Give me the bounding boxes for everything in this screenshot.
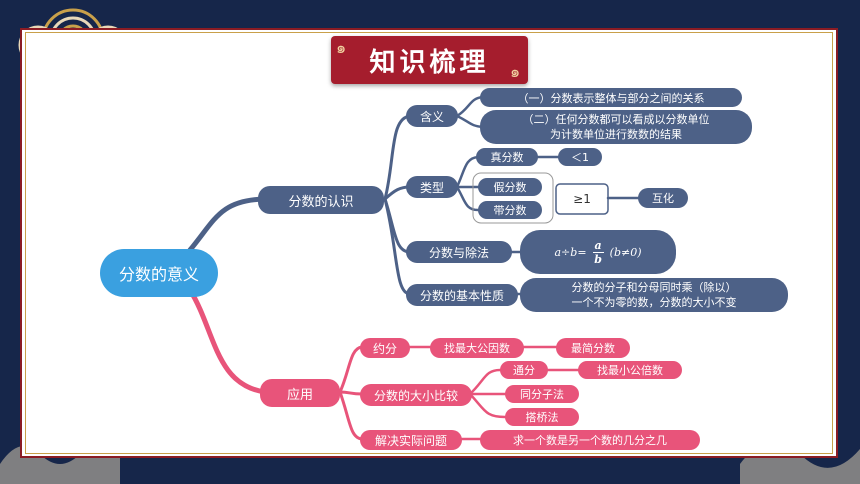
find-gcd-text: 找最大公因数 [444,342,510,355]
node-common-denominator: 通分 [500,361,548,379]
node-improper-fraction: 假分数 [478,178,542,196]
node-convert: 互化 [638,188,688,208]
node-same-numerator: 同分子法 [505,385,579,403]
formula-b: b [570,245,578,259]
branch-application-label: 应用 [286,387,313,403]
node-meaning-label: 含义 [419,109,444,124]
root-label: 分数的意义 [118,265,199,284]
proper-rel-text: ＜1 [571,151,589,164]
page-title: 知识梳理 [331,36,528,84]
node-meaning-item2: （二）任何分数都可以看成以分数单位 为计数单位进行数数的结果 [480,110,752,144]
meaning-item1-text: （一）分数表示整体与部分之间的关系 [517,91,705,105]
node-proper-rel: ＜1 [558,148,602,166]
ge1-box [555,183,609,215]
formula-div: ÷ [561,245,571,259]
swirl-icon: ๑ [510,62,521,81]
node-improper-rel: ≥1 [556,184,608,214]
node-property-text: 分数的分子和分母同时乘（除以） 一个不为零的数，分数的大小不变 [520,278,788,312]
improper-fraction-text: 假分数 [493,181,527,194]
node-reduce-label: 约分 [372,341,397,356]
fraction-type-group-box [472,172,554,224]
node-proper-fraction: 真分数 [476,148,538,166]
node-types: 类型 [406,176,458,198]
common-denominator-text: 通分 [513,364,535,377]
formula-eq: = [577,245,587,259]
property-line1: 分数的分子和分母同时乘（除以） [571,281,737,294]
find-lcm-text: 找最小公倍数 [597,364,663,377]
node-compare: 分数的大小比较 [360,384,472,406]
formula-a: a [554,245,562,259]
formula-fraction: a b [592,238,604,266]
node-compare-label: 分数的大小比较 [373,388,458,403]
bridge-method-text: 搭桥法 [525,411,559,424]
node-solve: 解决实际问题 [360,430,462,450]
node-mixed-number: 带分数 [478,201,542,219]
page-title-text: 知识梳理 [369,47,490,78]
branch-recognition: 分数的认识 [258,186,384,214]
node-solve-item: 求一个数是另一个数的几分之几 [480,430,700,450]
formula-condition: (b≠0) [609,245,642,259]
formula-denominator: b [594,252,602,266]
meaning-item2-line1: （二）任何分数都可以看成以分数单位 [522,113,710,126]
improper-rel-text: ≥1 [573,192,591,206]
node-types-label: 类型 [419,180,444,195]
node-simplest-fraction: 最简分数 [556,338,630,358]
node-division-label: 分数与除法 [428,245,489,260]
proper-fraction-text: 真分数 [490,151,524,164]
solve-item-text: 求一个数是另一个数的几分之几 [513,434,667,447]
node-division: 分数与除法 [406,241,512,263]
content-frame-inner [25,32,833,454]
node-property: 分数的基本性质 [406,284,518,306]
node-meaning-item1: （一）分数表示整体与部分之间的关系 [480,88,742,107]
node-meaning: 含义 [406,105,458,127]
node-reduce: 约分 [360,338,410,358]
convert-text: 互化 [652,192,674,205]
branch-application: 应用 [260,379,340,407]
node-solve-label: 解决实际问题 [374,433,447,448]
node-find-lcm: 找最小公倍数 [578,361,682,379]
node-division-formula: a ÷ b = a b (b≠0) [520,230,676,274]
node-bridge-method: 搭桥法 [505,408,579,426]
root-node: 分数的意义 [100,249,218,297]
branch-recognition-label: 分数的认识 [288,194,354,210]
same-numerator-text: 同分子法 [520,388,564,401]
swirl-icon: ๑ [336,38,347,57]
node-find-gcd: 找最大公因数 [430,338,524,358]
property-line2: 一个不为零的数，分数的大小不变 [571,296,737,309]
simplest-fraction-text: 最简分数 [571,342,615,355]
mixed-number-text: 带分数 [493,204,527,217]
node-property-label: 分数的基本性质 [419,288,504,303]
formula-numerator: a [592,238,604,253]
meaning-item2-line2: 为计数单位进行数数的结果 [550,128,682,141]
